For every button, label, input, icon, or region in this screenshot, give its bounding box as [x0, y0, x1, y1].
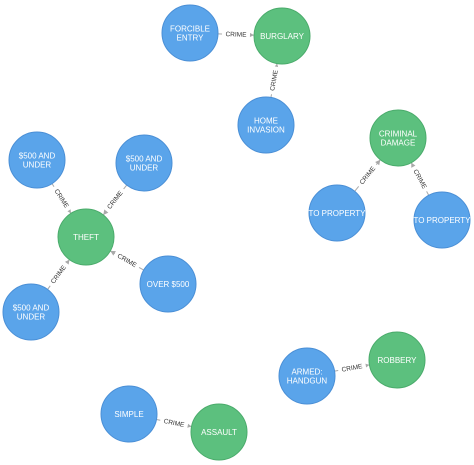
node-label: THEFT	[73, 233, 99, 242]
edge-label-background	[113, 249, 142, 271]
edge-arrowhead	[248, 32, 255, 38]
crime-subtype-node-circle	[237, 96, 295, 154]
crime-edge-home_invasion-burglary[interactable]: CRIME	[267, 63, 280, 98]
crime-subtype-node-circle	[100, 385, 158, 443]
node-to-property-1[interactable]: TO PROPERTY	[308, 184, 366, 242]
edge-label-background	[102, 186, 127, 214]
edge-label-group: CRIME	[159, 415, 189, 430]
crime-subtype-node-circle	[161, 4, 219, 62]
node-label: UNDER	[130, 164, 159, 173]
edge-label: CRIME	[53, 188, 71, 210]
edge-label-group: CRIME	[102, 186, 127, 214]
crime-edge-over500-theft[interactable]: CRIME	[110, 249, 144, 271]
node-theft[interactable]: THEFT	[57, 208, 115, 266]
edge-label: CRIME	[412, 168, 428, 190]
crime-subtype-node-circle	[308, 184, 366, 242]
edge-label-group: CRIME	[337, 361, 367, 374]
node-label: $500 AND	[13, 304, 50, 313]
crime-edge-to_property_2-criminal_damage[interactable]: CRIME	[410, 162, 431, 196]
node-label: TO PROPERTY	[308, 209, 366, 218]
edge-label: CRIME	[225, 31, 247, 39]
node-to-property-2[interactable]: TO PROPERTY	[413, 191, 471, 249]
node-label: DAMAGE	[381, 139, 416, 148]
edge-label-group: CRIME	[267, 65, 280, 95]
edge-label-background	[46, 260, 70, 288]
node-label: HANDGUN	[287, 377, 328, 386]
node-label: OVER $500	[147, 280, 190, 289]
node-label: ROBBERY	[378, 356, 418, 365]
edge-label-background	[410, 164, 431, 193]
edge-label: CRIME	[341, 363, 364, 374]
edge-label: CRIME	[50, 264, 68, 286]
crime-edge-forcible_entry-burglary[interactable]: CRIME	[217, 29, 255, 39]
node-label: UNDER	[23, 161, 52, 170]
node-label: CRIMINAL	[379, 130, 418, 139]
edge-label: CRIME	[116, 253, 138, 270]
edge-label: CRIME	[163, 418, 186, 429]
crime-type-node-circle	[369, 109, 427, 167]
edge-label-background	[51, 184, 73, 213]
crime-edge-armed_handgun-robbery[interactable]: CRIME	[334, 361, 370, 374]
crime-subtype-node-circle	[2, 283, 60, 341]
crime-type-node-circle	[368, 331, 426, 389]
edge-label-background	[221, 29, 251, 39]
node-label: SIMPLE	[114, 410, 143, 419]
edge-arrowhead	[411, 162, 416, 169]
node-robbery[interactable]: ROBBERY	[368, 331, 426, 389]
crime-subtype-node-circle	[115, 134, 173, 192]
edge-label: CRIME	[269, 69, 280, 92]
edge-arrowhead	[103, 209, 109, 215]
node-assault[interactable]: ASSAULT	[190, 403, 248, 461]
edge-label-background	[159, 415, 189, 430]
edge-label-background	[337, 361, 367, 374]
node-simple[interactable]: SIMPLE	[100, 385, 158, 443]
node-label: ARMED:	[291, 368, 322, 377]
edge-label-background	[267, 65, 280, 95]
edge-label-group: CRIME	[46, 260, 70, 288]
node-over500[interactable]: OVER $500	[139, 255, 197, 313]
crime-subtype-node-circle	[278, 347, 336, 405]
node-label: INVASION	[247, 126, 285, 135]
edge-label-group: CRIME	[355, 161, 380, 189]
node-label: $500 AND	[19, 152, 56, 161]
crime-edge-under500_a-theft[interactable]: CRIME	[51, 183, 73, 214]
edge-label-group: CRIME	[221, 29, 251, 39]
node-armed-handgun[interactable]: ARMED:HANDGUN	[278, 347, 336, 405]
node-burglary[interactable]: BURGLARY	[253, 7, 311, 65]
edge-label-group: CRIME	[113, 249, 142, 271]
crime-type-node-circle	[253, 7, 311, 65]
crime-type-node-circle	[57, 208, 115, 266]
crime-edge-to_property_1-criminal_damage[interactable]: CRIME	[354, 159, 381, 192]
node-label: ENTRY	[177, 34, 205, 43]
node-label: TO PROPERTY	[413, 216, 471, 225]
crime-subtype-node-circle	[8, 131, 66, 189]
crime-edge-under500_b-theft[interactable]: CRIME	[102, 184, 128, 216]
edge-arrowhead	[375, 159, 381, 166]
edge-label-background	[355, 161, 380, 189]
crime-edge-simple-assault[interactable]: CRIME	[156, 415, 192, 430]
node-label: BURGLARY	[260, 32, 305, 41]
edge-label-group: CRIME	[410, 164, 431, 193]
node-label: $500 AND	[126, 155, 163, 164]
node-label: UNDER	[17, 313, 46, 322]
crime-subtype-node-circle	[413, 191, 471, 249]
node-label: HOME	[254, 117, 278, 126]
crime-type-node-circle	[190, 403, 248, 461]
node-label: FORCIBLE	[170, 25, 210, 34]
crime-subtype-node-circle	[139, 255, 197, 313]
crime-edge-under500_c-theft[interactable]: CRIME	[46, 259, 70, 290]
node-label: ASSAULT	[201, 428, 237, 437]
edge-arrowhead	[110, 250, 116, 256]
edge-arrowhead	[64, 259, 70, 266]
edge-label-group: CRIME	[51, 184, 73, 213]
